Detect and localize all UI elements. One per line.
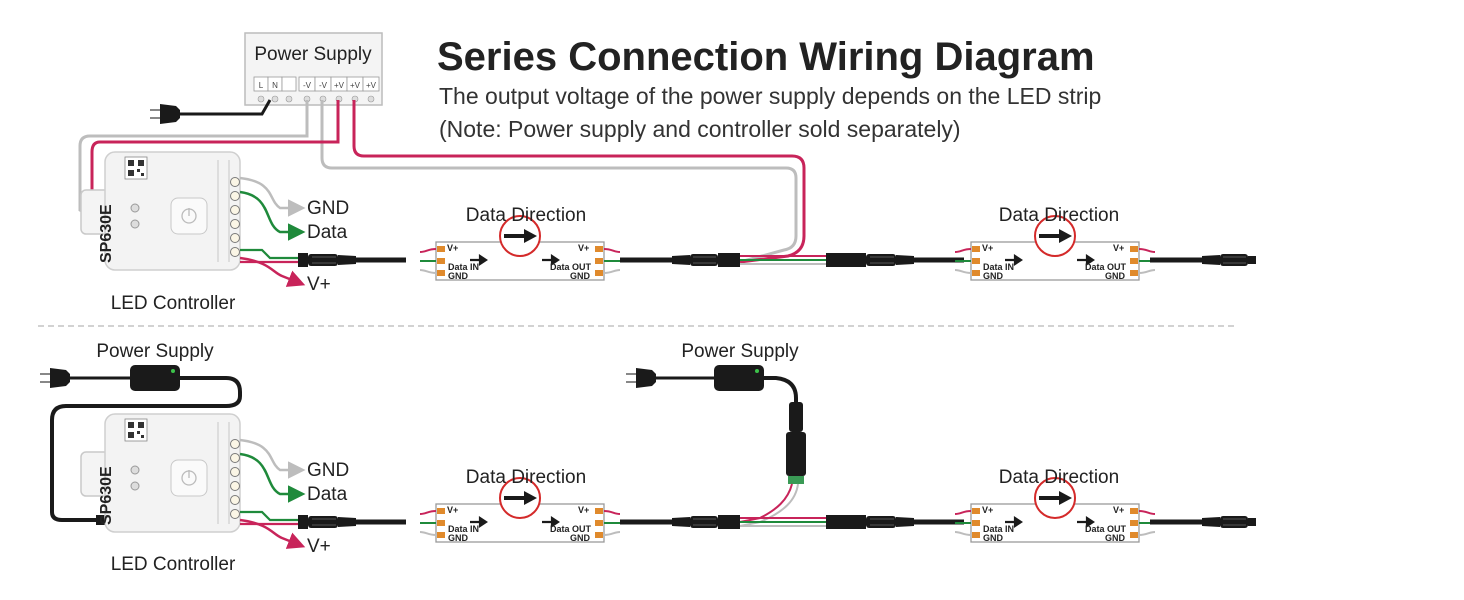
strip2-gnd-in: GND (983, 271, 1004, 281)
diagram-title: Series Connection Wiring Diagram (437, 35, 1095, 79)
power-supply-box-label: Power Supply (254, 44, 372, 65)
adapter-left-cable (50, 376, 242, 522)
data-direction-label-3: Data Direction (466, 467, 586, 488)
terminal-neg-2: -V (319, 81, 328, 90)
connector-in-1 (298, 253, 406, 267)
adapter-label-right: Power Supply (681, 341, 799, 362)
psu-neg-wire-injection (320, 100, 798, 264)
strip1-data-out: Data OUT (550, 262, 592, 272)
adapter-label-left: Power Supply (96, 341, 214, 362)
ac-plug-right-icon (625, 367, 657, 389)
controller-model-bottom: SP630E (98, 466, 115, 525)
strip3-gnd-out: GND (570, 533, 591, 543)
power-supply-box: Power Supply L N -V -V +V +V +V (244, 32, 383, 106)
adapter-right (714, 365, 764, 391)
adapter-left (130, 365, 180, 391)
terminal-neg-1: -V (303, 81, 312, 90)
data-direction-label-2: Data Direction (999, 205, 1119, 226)
controller-model-top: SP630E (98, 204, 115, 263)
data-direction-label-1: Data Direction (466, 205, 586, 226)
dc-barrel-adapter (786, 402, 806, 484)
diagram-subtitle-note: (Note: Power supply and controller sold … (439, 116, 961, 142)
strip3-data-in: Data IN (448, 524, 479, 534)
terminal-pos-3: +V (366, 81, 377, 90)
ac-plug-left-icon (39, 367, 71, 389)
psu-pos-wire-injection (352, 100, 806, 264)
terminal-pos-1: +V (334, 81, 345, 90)
data-direction-label-4: Data Direction (999, 467, 1119, 488)
data-wire-top (239, 190, 306, 241)
strip1-data-in: Data IN (448, 262, 479, 272)
strip1-vplus-in: V+ (447, 243, 458, 253)
gnd-wire-bottom (239, 438, 306, 479)
strip1-gnd-in: GND (448, 271, 469, 281)
injection-wires-bottom (718, 515, 856, 529)
strip4-vplus-out: V+ (1113, 505, 1124, 515)
diagram-subtitle-voltage: The output voltage of the power supply d… (439, 83, 1101, 109)
strip4-gnd-in: GND (983, 533, 1004, 543)
strip3-vplus-out: V+ (578, 505, 589, 515)
injection-wires-top (718, 253, 856, 267)
led-controller-label-top: LED Controller (111, 293, 236, 314)
connector-out-4 (1150, 516, 1256, 528)
vplus-label-top: V+ (307, 274, 331, 295)
vplus-wire-top (239, 256, 306, 287)
connector-out-1 (620, 254, 726, 266)
terminal-pos-2: +V (350, 81, 361, 90)
vplus-wire-bottom (239, 518, 306, 549)
terminal-n: N (272, 81, 278, 90)
ac-plug-icon (149, 103, 181, 125)
gnd-label-top: GND (307, 198, 349, 219)
strip3-gnd-in: GND (448, 533, 469, 543)
strip1-vplus-out: V+ (578, 243, 589, 253)
strip1-gnd-out: GND (570, 271, 591, 281)
ac-cord (180, 99, 272, 116)
strip2-vplus-out: V+ (1113, 243, 1124, 253)
gnd-wire-top (239, 176, 306, 217)
led-controller-label-bottom: LED Controller (111, 554, 236, 575)
strip2-gnd-out: GND (1105, 271, 1126, 281)
terminal-l: L (259, 81, 264, 90)
data-label-bottom: Data (307, 484, 348, 505)
gnd-label-bottom: GND (307, 460, 349, 481)
strip4-data-in: Data IN (983, 524, 1014, 534)
connector-in-4 (856, 515, 964, 529)
strip4-vplus-in: V+ (982, 505, 993, 515)
strip2-data-out: Data OUT (1085, 262, 1127, 272)
strip4-data-out: Data OUT (1085, 524, 1127, 534)
connector-out-3 (620, 516, 726, 528)
strip3-data-out: Data OUT (550, 524, 592, 534)
connector-in-3 (298, 515, 406, 529)
psu-neg-wire-controller (78, 100, 309, 218)
strip2-data-in: Data IN (983, 262, 1014, 272)
data-label-top: Data (307, 222, 348, 243)
strip4-gnd-out: GND (1105, 533, 1126, 543)
terminal-block: L N -V -V +V +V +V (253, 76, 380, 103)
strip3-vplus-in: V+ (447, 505, 458, 515)
connector-in-2 (856, 253, 964, 267)
psu-pos-wire-controller (90, 100, 340, 232)
vplus-label-bottom: V+ (307, 536, 331, 557)
connector-out-2 (1150, 254, 1256, 266)
data-wire-bottom (239, 452, 306, 503)
strip2-vplus-in: V+ (982, 243, 993, 253)
